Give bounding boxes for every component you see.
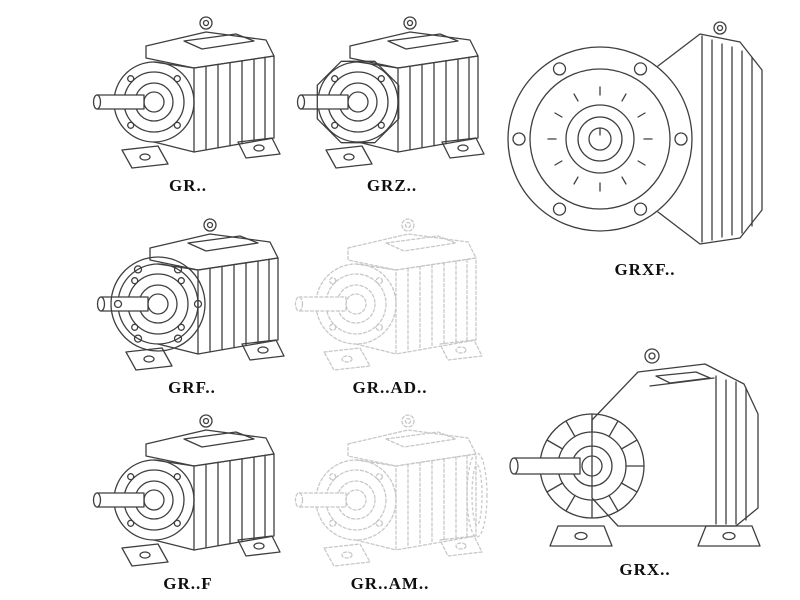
model-label-grz: GRZ..	[366, 176, 418, 195]
figure-grxf: GRXF..	[500, 4, 790, 280]
gear-unit-drawing-grz	[292, 10, 492, 172]
model-label-grff: GR..F	[163, 574, 213, 593]
figure-grff: GR..F	[88, 408, 288, 594]
gear-unit-drawing-gram	[290, 408, 490, 570]
model-label-grx: GRX..	[619, 560, 671, 579]
model-label-gr: GR..	[169, 176, 207, 195]
gear-unit-drawing-grad	[294, 218, 483, 371]
gear-unit-drawing-grff	[92, 414, 281, 567]
gear-unit-drawing-grx	[509, 348, 761, 547]
figure-gr: GR..	[88, 10, 288, 196]
model-label-grf: GRF..	[168, 378, 216, 397]
gear-unit-drawing-grf	[92, 212, 292, 374]
gear-unit-drawing-grxf	[507, 21, 763, 245]
model-label-gram: GR..AM..	[350, 574, 430, 593]
gear-unit-drawing-gr	[92, 16, 281, 169]
figure-grf: GRF..	[92, 212, 292, 398]
figure-grx: GRX..	[500, 316, 790, 580]
model-label-grxf: GRXF..	[614, 260, 676, 279]
model-label-grad: GR..AD..	[352, 378, 428, 397]
figure-gram: GR..AM..	[290, 408, 490, 594]
figure-grz: GRZ..	[292, 10, 492, 196]
figure-grad: GR..AD..	[290, 212, 490, 398]
